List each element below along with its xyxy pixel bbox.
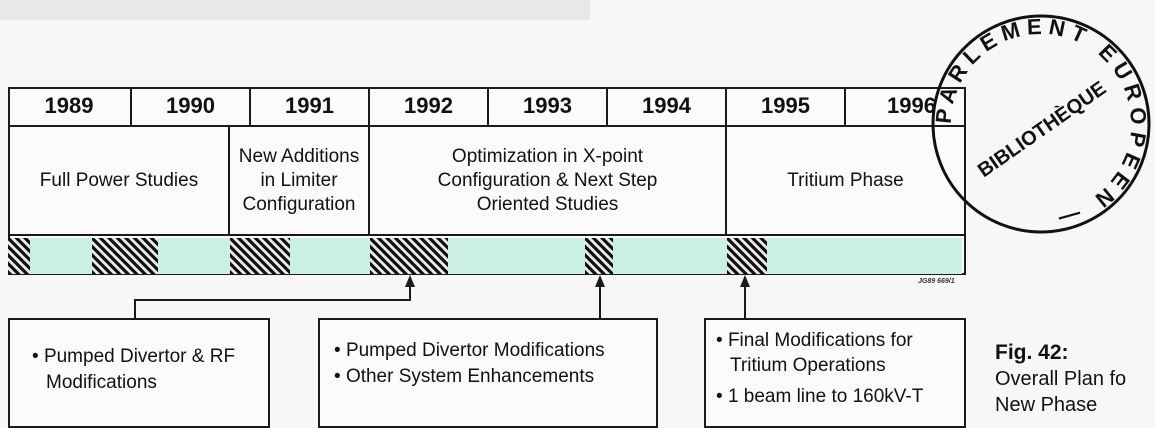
shutdown-block [585,238,613,274]
box-item: • Final Modifications for Tritium Operat… [716,330,913,376]
top-partial-strip [0,0,590,20]
operation-block [290,238,370,274]
shutdown-block [230,238,290,274]
phase-limiter: New Additions in Limiter Configuration [230,127,370,234]
box-item: • 1 beam line to 160kV-T [716,386,924,407]
operation-block [448,238,585,274]
connector-arrow-1 [134,275,415,318]
box-item: • Other System Enhancements [334,366,595,387]
operation-block [767,238,962,274]
connector-lines [134,275,750,318]
schedule-bar [8,234,966,274]
shutdown-block [92,238,158,274]
phase-full-power: Full Power Studies [10,127,230,234]
modification-box-1: • Pumped Divertor & RF Modifications [8,318,270,428]
year-cell: 1995 [727,87,846,127]
operation-block [613,238,727,274]
shutdown-block [8,238,30,274]
year-cell: 1989 [8,87,132,127]
svg-text:BIBLIOTHÈQUE: BIBLIOTHÈQUE [973,76,1110,182]
reference-code: JG89 669/1 [918,278,955,285]
figure-caption-line: Overall Plan fo [995,368,1127,390]
figure-number: Fig. 42: [995,341,1069,364]
modification-box-2: • Pumped Divertor Modifications • Other … [318,318,658,428]
phase-tritium: Tritium Phase [787,169,904,191]
library-stamp-icon: PARLEMENT EUROPEEN — BIBLIOTHÈQUE [931,14,1151,234]
year-cell: 1992 [370,87,489,127]
box-item: • Pumped Divertor & RF Modifications [32,346,236,393]
year-header-row: 1989 1990 1991 1992 1993 1994 1995 1996 [8,87,966,127]
modification-box-3: • Final Modifications for Tritium Operat… [704,318,966,428]
phase-xpoint: Optimization in X-point Configuration & … [370,127,727,234]
shutdown-block [727,238,767,274]
operation-block [158,238,230,274]
year-cell: 1991 [251,87,370,127]
figure-caption: Fig. 42: Overall Plan fo New Phase [995,340,1126,418]
year-cell: 1994 [608,87,727,127]
year-cell: 1990 [132,87,251,127]
shutdown-block [370,238,448,274]
figure-caption-line: New Phase [995,394,1098,416]
operation-block [30,238,92,274]
box-item: • Pumped Divertor Modifications [334,340,605,361]
year-cell: 1996 [846,87,966,127]
year-cell: 1993 [489,87,608,127]
